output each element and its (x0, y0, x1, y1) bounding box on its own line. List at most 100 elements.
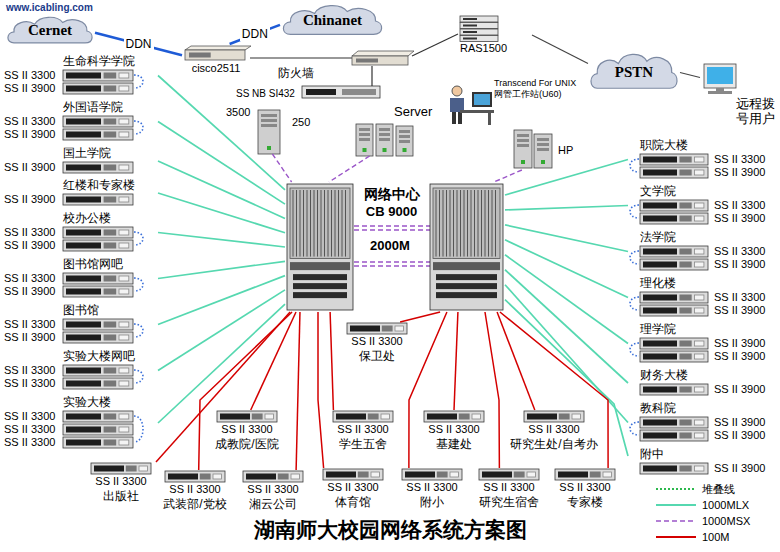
device-part (63, 162, 133, 173)
device-part (119, 86, 129, 91)
card-slot (436, 190, 437, 257)
device-part (590, 472, 601, 478)
device-part (302, 86, 380, 98)
switch-icon (63, 424, 133, 435)
switch-icon (243, 471, 303, 482)
node-label: 学生五舍 (339, 437, 387, 451)
device-part (165, 471, 225, 482)
device-part (694, 308, 704, 313)
device-part (291, 474, 299, 479)
device-part (217, 411, 277, 422)
plain-label: 250 (292, 116, 310, 129)
device-part (66, 165, 101, 171)
switch-icon (424, 411, 484, 422)
device-part (359, 138, 370, 141)
node-label: PSTN (615, 64, 653, 81)
switch-icon (347, 323, 407, 334)
device-part (640, 430, 708, 441)
node-label: SS II 3300 (221, 423, 272, 436)
card-slot (300, 190, 301, 257)
stack-link (134, 75, 143, 88)
node-label: SS II 3300 (337, 423, 388, 436)
node-label: SS II 3900 (714, 212, 765, 224)
device-part (368, 414, 379, 420)
device-part (679, 203, 691, 209)
device-part (640, 154, 708, 165)
network-link (485, 312, 499, 468)
device-part (381, 414, 389, 419)
card-slot (345, 190, 346, 257)
device-part (168, 474, 198, 480)
device-part (640, 384, 708, 395)
node-label: SS II 3300 (428, 423, 479, 436)
node-label: SS II 3300 (559, 481, 610, 494)
node-label: SS II 3900 (4, 331, 55, 343)
device-part (66, 368, 101, 374)
router-panel (356, 59, 378, 63)
device-part (482, 472, 512, 478)
network-link (680, 73, 700, 78)
device-part (104, 414, 117, 420)
computer-icon (704, 64, 736, 94)
device-part (643, 203, 677, 209)
device-part (433, 262, 500, 270)
stack-link (134, 121, 143, 134)
switch-icon (640, 213, 708, 224)
node-label: SS II 3300 (327, 481, 378, 494)
device-part (694, 216, 704, 221)
node-label: 附小 (420, 495, 444, 509)
switch-icon (640, 154, 708, 165)
stack-link (134, 278, 143, 291)
node-label: SS II 3300 (714, 291, 765, 303)
device-part (643, 466, 677, 472)
node-label: 生命科学学院 (63, 54, 135, 68)
device-part (66, 73, 101, 79)
device-part (66, 381, 101, 387)
node-label: SS II 3300 (4, 436, 55, 448)
device-part (119, 368, 129, 373)
device-part (399, 130, 410, 133)
device-part (63, 365, 133, 376)
device-part (293, 283, 347, 289)
device-part (643, 249, 677, 255)
building-switch: 财务大楼SS II 3900 (628, 368, 778, 398)
node-label: SS II 3300 (247, 483, 298, 496)
building-switch: 法学院SS II 3300SS II 3900 (628, 230, 778, 273)
device-part (333, 411, 393, 422)
building-switch: 实验大楼SS II 3300SS II 3300SS II 3300 (3, 395, 158, 451)
device-part (252, 414, 263, 420)
node-label: SS II 3900 (714, 337, 765, 349)
router-top (185, 46, 251, 50)
device-part (213, 474, 221, 479)
device-part (694, 433, 704, 438)
node-label: 体育馆 (335, 495, 371, 509)
device-part (66, 440, 101, 446)
node-label: SS II 3900 (714, 416, 765, 428)
node-label: Server (394, 104, 432, 119)
device-part (395, 326, 403, 331)
device-part (460, 110, 494, 113)
device-part (104, 197, 117, 203)
card-slot (293, 190, 294, 257)
network-link (158, 276, 285, 325)
device-part (358, 472, 369, 478)
device-part (66, 322, 101, 328)
device-part (104, 427, 117, 433)
stack-link (630, 159, 639, 172)
building-switch: 红楼和专家楼SS II 3900 (3, 178, 158, 208)
node-label: SS II 3900 (714, 429, 765, 441)
device-part (104, 132, 117, 138)
access-server: RAS1500 (458, 14, 532, 56)
network-link (454, 312, 458, 410)
device-part (104, 335, 117, 341)
card-slot (457, 190, 458, 257)
switch-icon (640, 167, 708, 178)
device-part (463, 18, 477, 20)
node-label: 武装部/党校 (163, 497, 226, 511)
card-slot (335, 190, 336, 257)
network-link (251, 312, 296, 410)
device-part (185, 50, 245, 60)
network-link (500, 312, 608, 468)
switch-icon (63, 378, 133, 389)
device-part (694, 157, 704, 162)
